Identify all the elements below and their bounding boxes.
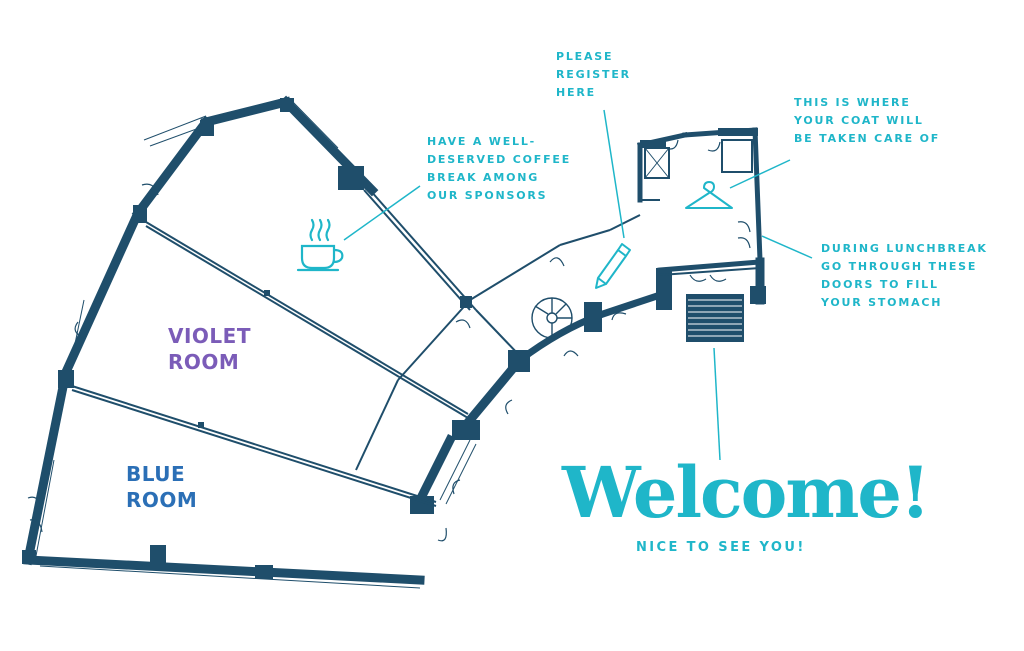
coat-annotation: THIS IS WHERE YOUR COAT WILL BE TAKEN CA… xyxy=(794,94,940,148)
spiral-staircase-icon xyxy=(531,297,573,339)
lunch-line: YOUR STOMACH xyxy=(821,296,943,309)
register-line: PLEASE xyxy=(556,50,614,63)
coat-hanger-icon xyxy=(685,181,733,209)
windows xyxy=(29,98,477,589)
coffee-line: BREAK AMONG xyxy=(427,171,540,184)
blue-room-line-1: BLUE xyxy=(126,462,186,486)
coat-line: BE TAKEN CARE OF xyxy=(794,132,941,145)
pen-icon xyxy=(595,243,631,289)
lunch-annotation: DURING LUNCHBREAK GO THROUGH THESE DOORS… xyxy=(821,240,988,312)
register-line: HERE xyxy=(556,86,596,99)
coffee-cup-icon xyxy=(296,218,344,272)
lunch-line: GO THROUGH THESE xyxy=(821,260,978,273)
coffee-line: DESERVED COFFEE xyxy=(427,153,572,166)
lunch-line: DURING LUNCHBREAK xyxy=(821,242,988,255)
welcome-title: Welcome! xyxy=(562,451,931,534)
coffee-line: OUR SPONSORS xyxy=(427,189,548,202)
register-annotation: PLEASE REGISTER HERE xyxy=(556,48,631,102)
leader-lines xyxy=(343,109,813,461)
cloak-boxes xyxy=(644,139,753,179)
violet-room-label: VIOLET ROOM xyxy=(168,323,251,375)
register-line: REGISTER xyxy=(556,68,631,81)
partitions xyxy=(71,189,761,507)
coat-line: YOUR COAT WILL xyxy=(794,114,924,127)
coffee-annotation: HAVE A WELL- DESERVED COFFEE BREAK AMONG… xyxy=(427,133,571,205)
pillars xyxy=(22,98,766,579)
coffee-line: HAVE A WELL- xyxy=(427,135,537,148)
coat-line: THIS IS WHERE xyxy=(794,96,911,109)
welcome-subtitle: NICE TO SEE YOU! xyxy=(636,540,806,555)
violet-room-line-2: ROOM xyxy=(168,350,240,374)
lunch-line: DOORS TO FILL xyxy=(821,278,939,291)
blue-room-line-2: ROOM xyxy=(126,488,198,512)
blue-room-label: BLUE ROOM xyxy=(126,461,197,513)
violet-room-line-1: VIOLET xyxy=(168,324,251,348)
